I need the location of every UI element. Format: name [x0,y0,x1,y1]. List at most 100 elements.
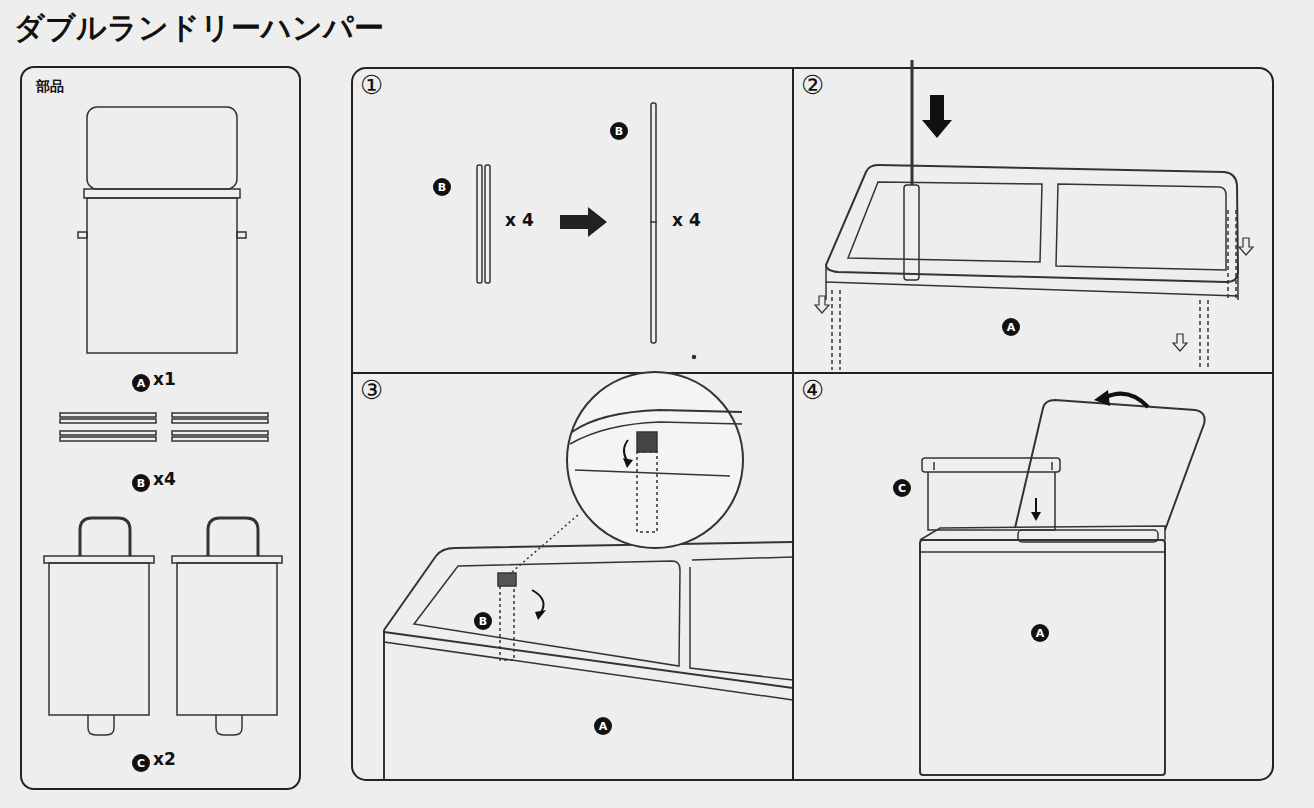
pole-parts [60,413,156,417]
bag-parts [177,563,277,715]
hollow-arrows [815,296,829,313]
hamper-part [84,189,240,198]
down-arrow [922,95,952,138]
hamper-closeup [384,542,793,630]
zoom-circle [637,452,657,532]
step-panel: ①BB [352,68,793,373]
parts-panel: 部品 A B C [20,66,301,790]
small-arrow [1031,498,1041,521]
pole-in-corner [498,573,516,586]
bag-lifted [934,462,1052,470]
bag-parts [80,518,130,556]
bag-parts [49,563,149,715]
hamper-frame [1199,300,1201,370]
part-letter: A [1007,322,1016,333]
bag-parts [44,518,282,735]
panel-heading: 部品 [36,78,64,96]
hamper-frame [832,210,1236,370]
hamper-assembled [920,526,1165,540]
part-badge: B [132,474,150,492]
hollow-arrows [1173,334,1187,351]
hamper-frame [839,290,841,370]
bag-parts [88,715,114,735]
hamper-part [237,232,246,238]
part-badge: A [1002,318,1020,336]
hamper-part [78,232,87,238]
pole-insert [904,60,919,280]
part-letter: C [898,483,906,494]
page-title: ダブルランドリーハンパー [14,8,384,49]
lid-arrow [1094,390,1148,407]
part-letter: A [1036,628,1045,639]
hamper-closeup [414,561,680,666]
small-arrow [1031,512,1041,521]
quantity-label: x4 [153,469,176,489]
pole-folded [485,165,490,283]
down-arrow [922,95,952,138]
part-letter: A [599,721,608,732]
bag-parts [44,556,154,563]
hamper-closeup [384,542,793,780]
pole-parts [172,413,268,417]
hamper-frame [826,282,1238,296]
hamper-frame [1207,300,1209,370]
part-badge: A [594,717,612,735]
zoom-circle [572,410,742,432]
hamper-frame [1227,210,1229,300]
part-letter: C [137,758,145,769]
arrow [560,207,607,237]
quantity-label: x 4 [672,210,701,230]
hamper-closeup [384,632,793,688]
pole-insert [904,185,919,280]
small-arrow [1035,498,1037,514]
hamper-assembled [920,540,1165,775]
hamper-frame [825,267,827,300]
pole-folded [477,165,482,283]
pole-in-corner [500,585,514,660]
pole-parts [60,419,156,423]
hamper-assembled [1018,530,1158,542]
part-badge: B [474,612,492,630]
lid-arrow [1094,390,1110,406]
hamper-closeup [690,567,793,680]
hamper-assembled [920,400,1205,775]
pole-assembled [651,103,656,343]
bag-lifted [922,458,1060,472]
hamper-closeup [384,642,793,700]
part-badge: B [610,122,628,140]
hamper-assembled [920,551,1165,553]
part-letter: B [438,182,446,193]
pole-assembled [650,103,696,359]
turn-arrow [535,610,546,620]
part-badge: C [893,479,911,497]
bag-parts [216,715,242,735]
part-badge: A [1031,624,1049,642]
hamper-part [78,107,246,353]
step-panel: ③BA [352,373,793,780]
pole-assembled [650,221,657,223]
step-panel: ②A [793,68,1273,373]
part-badge: C [132,754,150,772]
steps-frame [352,372,1273,374]
lid-arrow [1104,394,1148,407]
bag-parts [172,556,282,563]
hamper-closeup [692,557,793,560]
arrow [560,207,607,237]
hamper-frame [826,165,1238,370]
hamper-assembled [1015,400,1205,530]
bag-lifted [928,472,1055,530]
hamper-frame [831,290,833,370]
quantity-label: x 4 [505,210,534,230]
leader-line [512,515,578,572]
hamper-frame [826,165,1238,282]
hollow-arrows [1239,238,1253,255]
step-panel: ④CA [793,373,1273,780]
part-letter: A [137,378,146,389]
part-badge: A [132,374,150,392]
leader-line [512,515,578,572]
pole-assembled [693,356,696,359]
hamper-part [87,107,237,189]
turn-arrow [532,590,546,620]
